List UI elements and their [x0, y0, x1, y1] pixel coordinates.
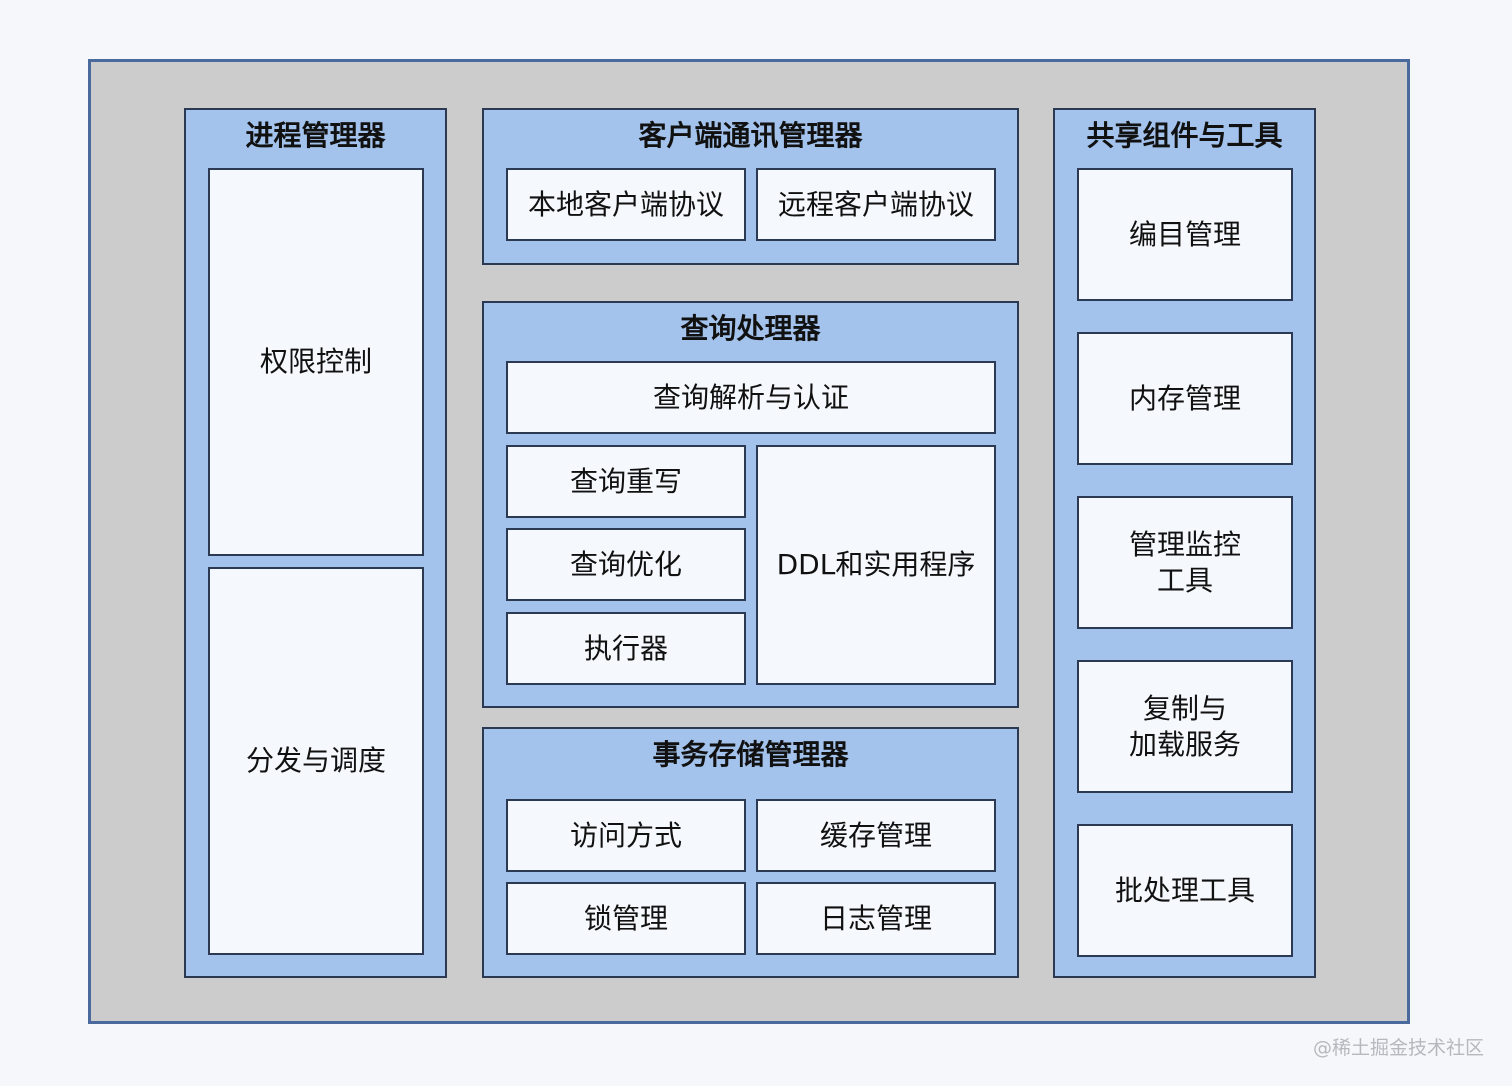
ddl-utilities-box: DDL和实用程序 — [756, 445, 996, 685]
remote-client-protocol-label: 远程客户端协议 — [777, 187, 974, 221]
buffer-manager-box: 缓存管理 — [756, 799, 996, 872]
query-optimize-box: 查询优化 — [506, 528, 746, 601]
dispatch-scheduling-box: 分发与调度 — [208, 567, 424, 955]
log-manager-label: 日志管理 — [819, 901, 932, 935]
process-manager-title: 进程管理器 — [245, 119, 386, 152]
query-parse-box: 查询解析与认证 — [506, 361, 996, 434]
shared-components-group: 共享组件与工具 编目管理 内存管理 管理监控 工具 复制与 加载服务 批处理工具 — [1053, 108, 1316, 978]
watermark: @稀土掘金技术社区 — [1312, 1037, 1484, 1059]
replication-loading-box: 复制与 加载服务 — [1077, 660, 1293, 793]
shared-components-title: 共享组件与工具 — [1086, 119, 1283, 152]
process-manager-group: 进程管理器 权限控制 分发与调度 — [184, 108, 447, 978]
log-manager-box: 日志管理 — [756, 882, 996, 955]
ddl-utilities-label: DDL和实用程序 — [776, 548, 976, 581]
access-methods-label: 访问方式 — [569, 818, 682, 852]
local-client-protocol-label: 本地客户端协议 — [527, 187, 724, 221]
access-control-box: 权限控制 — [208, 168, 424, 556]
catalog-manager-label: 编目管理 — [1128, 217, 1241, 251]
batch-tools-box: 批处理工具 — [1077, 824, 1293, 957]
query-parse-label: 查询解析与认证 — [652, 380, 849, 414]
lock-manager-box: 锁管理 — [506, 882, 746, 955]
executor-label: 执行器 — [583, 631, 668, 665]
catalog-manager-box: 编目管理 — [1077, 168, 1293, 301]
transactional-storage-manager-group: 事务存储管理器 访问方式 缓存管理 锁管理 日志管理 — [482, 727, 1019, 978]
query-processor-title: 查询处理器 — [680, 312, 821, 345]
client-comm-manager-title: 客户端通讯管理器 — [638, 119, 863, 152]
admin-monitor-tools-box: 管理监控 工具 — [1077, 496, 1293, 629]
client-comm-manager-group: 客户端通讯管理器 本地客户端协议 远程客户端协议 — [482, 108, 1019, 265]
admin-monitor-tools-label: 管理监控 工具 — [1128, 527, 1241, 597]
lock-manager-label: 锁管理 — [583, 901, 668, 935]
dispatch-scheduling-label: 分发与调度 — [245, 744, 386, 777]
memory-manager-box: 内存管理 — [1077, 332, 1293, 465]
local-client-protocol-box: 本地客户端协议 — [506, 168, 746, 241]
query-rewrite-label: 查询重写 — [569, 464, 682, 498]
executor-box: 执行器 — [506, 612, 746, 685]
access-control-label: 权限控制 — [259, 345, 372, 378]
remote-client-protocol-box: 远程客户端协议 — [756, 168, 996, 241]
access-methods-box: 访问方式 — [506, 799, 746, 872]
query-optimize-label: 查询优化 — [569, 547, 682, 581]
query-processor-group: 查询处理器 查询解析与认证 查询重写 查询优化 执行器 DDL和实用程序 — [482, 301, 1019, 708]
buffer-manager-label: 缓存管理 — [819, 818, 932, 852]
memory-manager-label: 内存管理 — [1128, 381, 1241, 415]
transactional-storage-manager-title: 事务存储管理器 — [652, 738, 849, 771]
batch-tools-label: 批处理工具 — [1114, 873, 1255, 907]
replication-loading-label: 复制与 加载服务 — [1128, 691, 1241, 761]
query-rewrite-box: 查询重写 — [506, 445, 746, 518]
